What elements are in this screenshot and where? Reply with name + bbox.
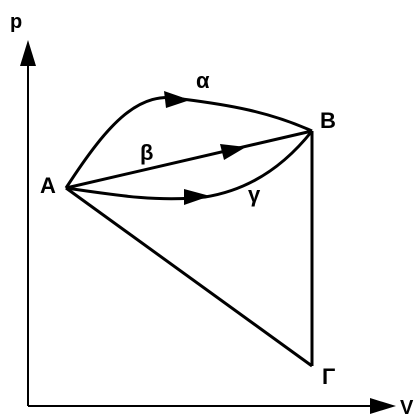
path-beta-line: [65, 129, 313, 190]
point-label-a: A: [40, 173, 56, 198]
path-direction-arrows: [164, 91, 246, 205]
point-labels: A B Γ: [40, 108, 336, 389]
path-gamma-curve: [65, 130, 314, 201]
point-label-g: Γ: [322, 364, 335, 389]
y-axis-label: p: [10, 11, 22, 33]
process-paths: [64, 96, 314, 368]
beta-direction-arrowhead: [220, 144, 246, 160]
path-a-to-g-line: [65, 186, 313, 368]
point-label-b: B: [320, 108, 336, 133]
axes: p V: [10, 11, 414, 414]
path-label-gamma: γ: [248, 182, 261, 207]
path-alpha-curve: [64, 96, 313, 189]
y-axis-arrowhead: [20, 40, 36, 66]
x-axis-arrowhead: [370, 398, 396, 414]
gamma-direction-arrowhead: [184, 189, 210, 205]
path-label-beta: β: [140, 140, 153, 165]
x-axis-label: V: [400, 397, 414, 414]
alpha-direction-arrowhead: [164, 91, 190, 108]
path-labels: α β γ: [140, 68, 261, 207]
path-label-alpha: α: [196, 68, 210, 93]
